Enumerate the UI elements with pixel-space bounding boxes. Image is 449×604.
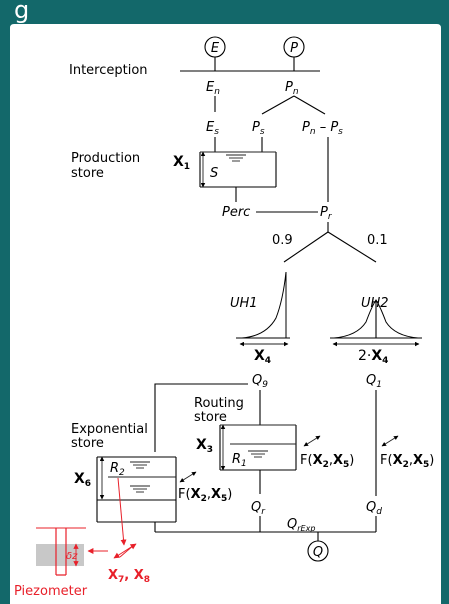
node-Q-circle [307,540,329,562]
split-right-label: 0.1 [367,233,388,248]
param-2X4: 2·X4 [358,348,388,366]
interception-label: Interception [69,63,148,78]
right-border [441,0,449,604]
param-X6: X6 [74,471,91,489]
Qr-label: Qr [251,500,266,517]
Qd-label: Qd [366,500,382,517]
F-routing: F(X2,X5) [300,453,354,470]
UH1-curve [236,271,290,347]
node-P-label: P [290,41,298,56]
QrExp-label: QrExp [287,517,315,533]
param-X7-X8: X7, X8 [108,568,150,585]
UH2-label: UH2 [361,296,389,311]
production-store-label-1: Production [71,151,140,166]
param-X1: X1 [173,154,190,172]
header-title: g [14,0,29,24]
piezometer-tube [55,528,67,576]
Q9-label: Q9 [252,373,268,390]
routing-store-label-2: store [194,410,227,425]
exponential-store-tank [96,456,177,523]
En-label: En [206,80,220,97]
Pn-label: Pn [285,80,299,97]
R1-label: R1 [232,452,247,469]
dz-label: δz [66,551,78,562]
S-label: S [210,166,218,181]
header-bar [0,0,449,24]
Perc-label: Perc [222,205,250,220]
left-border [0,0,10,604]
param-X3: X3 [196,437,213,455]
Pr-label: Pr [320,205,333,222]
production-store-label-2: store [71,166,104,181]
F-direct: F(X2,X5) [380,453,434,470]
exponential-store-label-2: store [71,436,104,451]
piezometer-label: Piezometer [14,584,88,599]
PnPs-label: Pn – Ps [302,120,343,137]
F-exponential: F(X2,X5) [178,487,232,504]
piezometer-group [36,477,137,576]
Ps-label: Ps [252,120,265,137]
routing-store-tank [219,424,297,471]
aquifer-block [36,544,84,566]
production-store-tank [199,151,277,188]
split-left-label: 0.9 [272,233,293,248]
node-Q-label: Q [313,545,323,560]
routing-store-label-1: Routing [194,396,244,411]
UH2-curve [330,299,422,347]
UH1-label: UH1 [230,296,258,311]
node-E-label: E [211,41,220,56]
R2-label: R2 [110,461,125,478]
param-X4: X4 [254,348,271,366]
exponential-store-label-1: Exponential [71,422,148,437]
Es-label: Es [206,120,219,137]
Q1-label: Q1 [366,373,382,390]
